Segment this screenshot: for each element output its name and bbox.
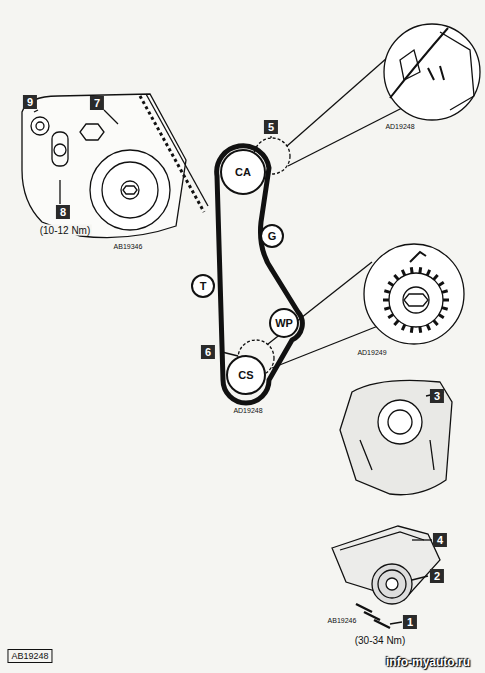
callout-number: 5 — [264, 120, 278, 134]
pulley-circle: CS — [226, 355, 266, 395]
pulley-label: T — [200, 280, 207, 292]
pulley-circle: T — [191, 274, 215, 298]
callout-number: 4 — [433, 533, 447, 547]
figure-code: AB19246 — [328, 617, 357, 624]
torque-value: (30-34 Nm) — [354, 635, 407, 646]
pulley-label: WP — [275, 317, 293, 329]
callout-number: 7 — [90, 96, 104, 110]
figure-code: AD19248 — [385, 123, 414, 130]
callout-number: 9 — [23, 95, 37, 109]
figure-code: AB19248 — [7, 649, 52, 663]
pulley-circle: G — [260, 224, 284, 248]
callout-number: 1 — [403, 615, 417, 629]
pulley-label: CA — [235, 166, 251, 178]
callout-number: 8 — [56, 205, 70, 219]
callout-number: 2 — [430, 569, 444, 583]
pulley-label: CS — [238, 369, 253, 381]
callout-number: 6 — [201, 345, 215, 359]
callout-number: 3 — [430, 389, 444, 403]
pulley-circle: CA — [220, 149, 266, 195]
watermark: info-myauto.ru — [386, 655, 470, 669]
figure-code: AD19248 — [233, 407, 262, 414]
figure-code: AD19249 — [357, 349, 386, 356]
torque-value: (10-12 Nm) — [39, 225, 92, 236]
pulley-label: G — [268, 230, 277, 242]
pulley-circle: WP — [269, 308, 299, 338]
figure-code: AB19346 — [114, 243, 143, 250]
